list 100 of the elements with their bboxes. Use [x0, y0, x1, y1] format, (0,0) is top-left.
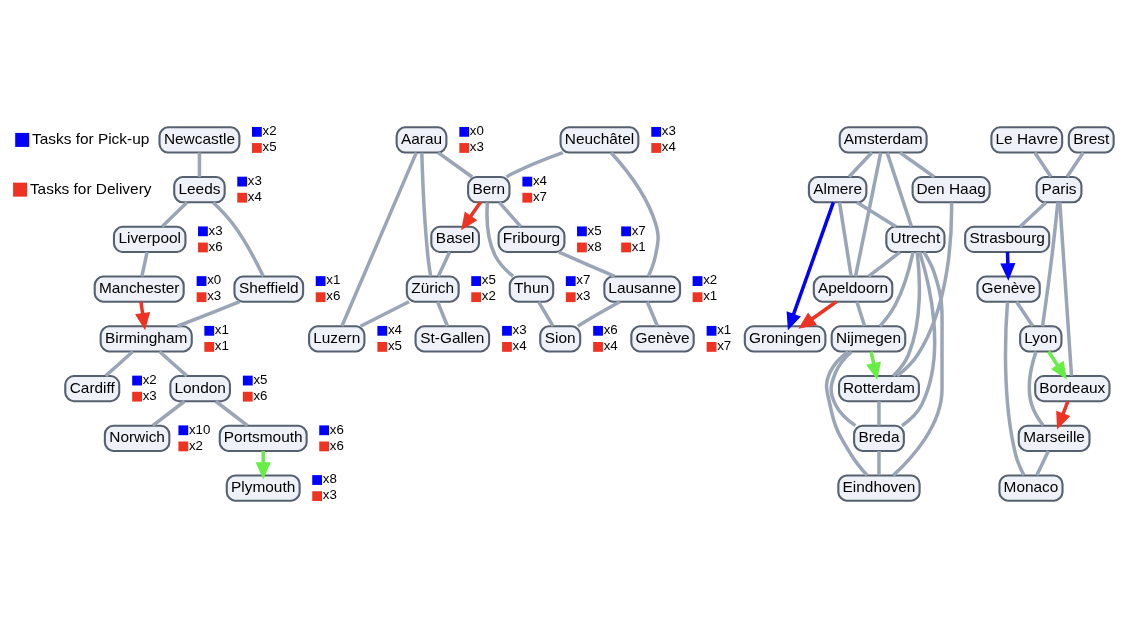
connector [1040, 202, 1060, 327]
node-label: x8 [322, 471, 337, 487]
node-box: London [169, 374, 231, 403]
node-label: x3 [142, 387, 157, 403]
node-label: x1 [214, 322, 229, 338]
connector [151, 399, 186, 428]
connector [867, 250, 902, 278]
node-label: x3 [661, 123, 676, 139]
node-label: x2 [481, 288, 496, 304]
node-box: Utrecht [885, 225, 946, 254]
node-box: Sion [539, 325, 582, 353]
node-label: x6 [329, 437, 344, 453]
connector [176, 300, 241, 328]
node-label: x0 [207, 272, 222, 288]
node-box: Fribourg [497, 225, 566, 254]
node-box: Breda [853, 424, 905, 452]
node-label: x1 [631, 238, 646, 254]
connector [900, 251, 937, 428]
connector [829, 350, 857, 428]
node-box: Paris [1035, 176, 1083, 204]
connector [877, 451, 881, 476]
node-box: Bern [467, 176, 511, 204]
node-label: x1 [326, 272, 341, 288]
connector [885, 152, 914, 228]
connector [1065, 151, 1085, 178]
node-box: Monaco [998, 474, 1064, 502]
node-box: Marseille [1017, 424, 1091, 452]
node-label: x6 [603, 322, 618, 338]
node-label: x7 [631, 222, 646, 238]
node-label: x5 [481, 272, 496, 288]
node-label: x4 [661, 139, 676, 155]
node-label: x4 [247, 189, 262, 204]
node-label: x1 [214, 338, 229, 354]
node-label: x1 [703, 288, 718, 304]
node-box: Rotterdam [838, 374, 920, 403]
node-box: Aarau [395, 126, 448, 154]
node-label: x3 [322, 487, 337, 503]
node-box: Birmingham [99, 325, 193, 353]
node-label: x3 [208, 222, 223, 238]
connector [505, 150, 564, 179]
connector [140, 251, 149, 277]
connector [420, 152, 433, 277]
node-label: x4 [387, 322, 402, 338]
node-box: Genève [630, 325, 695, 353]
node-box: Lausanne [603, 275, 682, 303]
connector [892, 251, 922, 378]
connector [1015, 300, 1035, 327]
node-box: Amsterdam [838, 126, 928, 154]
node-label: x5 [262, 139, 277, 155]
arrow [798, 300, 838, 329]
node-box: Le Havre [990, 126, 1064, 154]
node-box: Den Haag [911, 176, 991, 204]
node-box: Groningen [743, 325, 827, 353]
connector [359, 300, 410, 328]
connector [896, 202, 954, 378]
node-label: x3 [247, 172, 262, 188]
node-box: Leeds [173, 176, 226, 204]
connector [197, 152, 202, 177]
connector [435, 301, 450, 327]
connector [847, 151, 874, 178]
node-label: x4 [512, 338, 527, 354]
node-box: Neuchâtel [559, 126, 640, 154]
connector [537, 300, 555, 327]
node-label: x4 [532, 172, 547, 188]
node-label: x2 [703, 272, 718, 288]
node-box: Lyon [1019, 325, 1063, 353]
node-box: Cardiff [64, 374, 121, 403]
connector [1003, 301, 1026, 477]
arrow [786, 201, 835, 331]
connector [1058, 202, 1074, 376]
node-label: x6 [208, 238, 223, 254]
node-label: x0 [469, 123, 484, 139]
connector [211, 201, 265, 278]
connector [485, 202, 515, 278]
node-label: x4 [603, 338, 618, 354]
connector [1033, 151, 1053, 178]
connector [436, 251, 452, 277]
node-label: x3 [512, 322, 527, 338]
connector [161, 201, 189, 228]
connector [877, 401, 881, 426]
connector [1027, 351, 1045, 427]
node-label: x7 [576, 272, 591, 288]
node-box: Zürich [405, 275, 460, 303]
node-label: x10 [188, 421, 211, 437]
node-box: Nijmegen [830, 325, 907, 353]
connector [855, 200, 898, 229]
node-label: x3 [207, 288, 222, 304]
connector [855, 301, 867, 327]
node-box: Basel [430, 225, 480, 254]
connector [437, 151, 474, 179]
node-box: Sheffield [233, 275, 305, 303]
arrow [1047, 350, 1067, 380]
node-label: x5 [387, 338, 402, 354]
connector [645, 301, 659, 327]
node-box: Manchester [93, 275, 185, 303]
node-label: x6 [326, 288, 341, 304]
node-box: Almere [807, 176, 868, 204]
node-label: x2 [262, 123, 277, 139]
node-box: Strasbourg [964, 225, 1051, 254]
node-label: x2 [142, 371, 157, 387]
